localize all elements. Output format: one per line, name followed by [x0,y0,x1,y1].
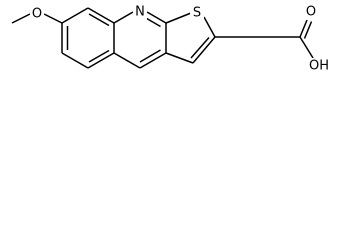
bond-c9a-s [165,12,192,24]
bond-c8-c8a [87,7,115,24]
bond-cooh-o-double-a [299,19,308,38]
bond-o-c7 [43,13,63,24]
bond-c2-c3 [192,36,216,64]
ring-nitrogen-label: N [135,5,145,20]
ring-sulfur-label: S [193,6,201,21]
bond-s-c2 [203,16,216,38]
bond-c8-c8a-inner [88,13,110,27]
bond-lines [11,7,314,69]
hydroxyl-group-label: OH [309,59,329,74]
carbonyl-oxygen-label: O [306,5,316,20]
bond-c2-c3-inner [190,37,210,59]
bond-cooh-o-double-b [303,21,313,39]
ring-sulfur: S [190,5,204,21]
molecule-structure: O N S O OH [11,4,332,74]
bond-c4-c4a [113,52,141,69]
bond-n-c9a [146,11,167,24]
bond-c3a-c4 [139,52,167,69]
bond-n-c9a-inner [144,16,161,28]
bond-c3-c3a [165,52,194,64]
carbonyl-oxygen: O [304,4,318,20]
bond-c4a-c5 [87,52,115,69]
bond-c3a-c4-inner [139,49,161,63]
hydroxyl-group: OH [306,58,332,74]
methoxy-oxygen: O [30,6,44,22]
bond-c4a-c5-inner [88,49,110,63]
atom-labels: O N S O OH [30,4,332,74]
ring-nitrogen: N [133,4,147,20]
bond-c7-c8 [61,7,89,24]
bond-ch3-o [11,13,31,24]
methoxy-oxygen-label: O [32,7,42,22]
bond-cooh-oh [299,36,314,59]
bond-c8a-n [113,11,134,24]
bond-c5-c6 [61,52,89,69]
